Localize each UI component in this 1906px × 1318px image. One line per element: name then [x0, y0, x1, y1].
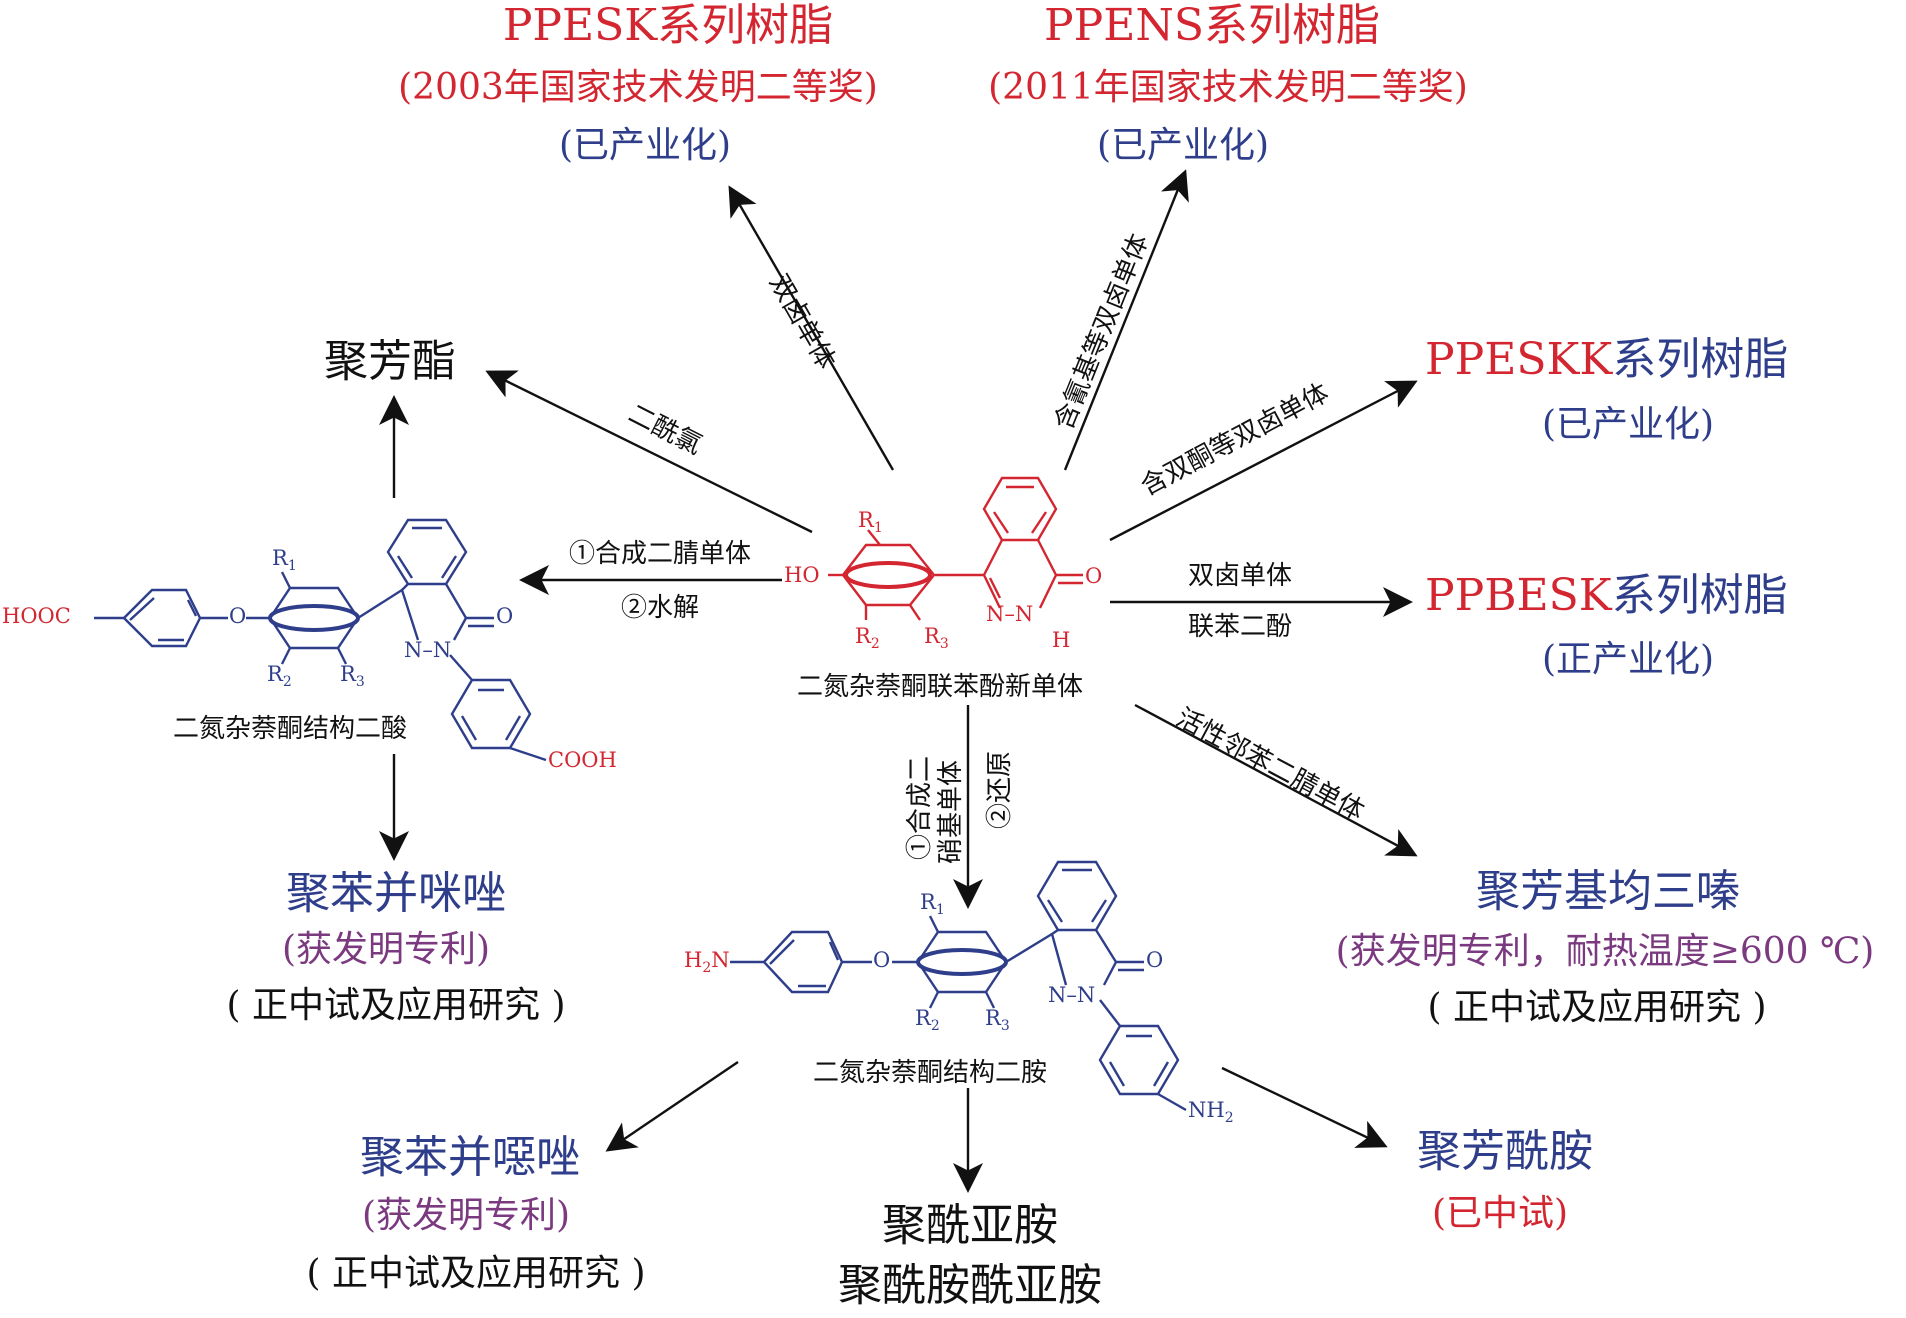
triazine-note: (获发明专利，耐热温度≥600 ℃) — [1335, 931, 1875, 972]
diacid-r1: R1 — [272, 546, 297, 574]
diacid-r2: R2 — [267, 662, 292, 690]
pbi-title: 聚苯并咪唑 — [286, 868, 506, 919]
diacid-keto-o: O — [496, 604, 514, 628]
polyimide-title-1: 聚酰亚胺 — [882, 1200, 1058, 1251]
ppens-title: PPENS系列树脂 — [1044, 0, 1380, 51]
center-h-label: H — [1052, 628, 1071, 652]
center-r3: R3 — [924, 624, 949, 652]
center-r2: R2 — [855, 624, 880, 652]
ppeskk-status: (已产业化) — [1541, 404, 1715, 445]
diacid-n-pair: N–N — [404, 638, 452, 662]
triazine-status: ( 正中试及应用研究 ) — [1427, 987, 1767, 1028]
arrow-to-ppens — [1063, 169, 1189, 471]
diamine-h2n-label: H2N — [684, 948, 730, 976]
polyimide-title-2: 聚酰胺酰亚胺 — [838, 1260, 1102, 1311]
diamine-ether-o: O — [873, 948, 891, 972]
center-keto-o: O — [1085, 564, 1103, 588]
center-monomer-structure — [828, 476, 1083, 621]
arrow-to-polyarylate — [485, 370, 813, 534]
diacid-caption: 二氮杂萘酮结构二酸 — [172, 714, 408, 744]
diamine-caption: 二氮杂萘酮结构二胺 — [812, 1058, 1048, 1088]
center-n-pair: N–N — [986, 602, 1034, 626]
arrow-diamine-to-pbo — [605, 1061, 739, 1152]
ppesk-status: (已产业化) — [558, 125, 732, 166]
ppbesk-title: PPBESK系列树脂 — [1425, 570, 1788, 621]
diamine-structure — [730, 860, 1187, 1112]
diacid-route-top: ①合成二腈单体 — [568, 539, 752, 569]
ppbesk-status: (正产业化) — [1541, 639, 1715, 680]
pbo-note: (获发明专利) — [361, 1195, 571, 1236]
pbi-note: (获发明专利) — [281, 929, 491, 970]
center-ho-label: HO — [784, 563, 820, 587]
ppens-award: (2011年国家技术发明二等奖) — [988, 67, 1468, 108]
diamine-route-right: ②还原 — [985, 750, 1015, 830]
diamine-route-left-1: ①合成二 — [905, 755, 935, 861]
ppeskk-title: PPESKK系列树脂 — [1425, 334, 1789, 385]
ppens-status: (已产业化) — [1096, 125, 1270, 166]
diamine-nh2-label: NH2 — [1188, 1098, 1234, 1126]
polyamide-status: (已中试) — [1431, 1193, 1569, 1234]
arrow-to-ppesk — [728, 185, 895, 471]
pbo-status: ( 正中试及应用研究 ) — [306, 1253, 646, 1294]
ppbesk-route-top: 双卤单体 — [1187, 561, 1293, 591]
diamine-r3: R3 — [985, 1006, 1010, 1034]
arrow-to-triazine — [1134, 703, 1418, 857]
arrow-diamine-to-polyamide — [1221, 1066, 1388, 1148]
diacid-ether-o: O — [229, 604, 247, 628]
polyamide-title: 聚芳酰胺 — [1417, 1126, 1593, 1177]
pbo-title: 聚苯并噁唑 — [360, 1132, 580, 1183]
triazine-title: 聚芳基均三嗪 — [1476, 866, 1740, 917]
diacid-route-bottom: ②水解 — [620, 593, 700, 623]
pbi-status: ( 正中试及应用研究 ) — [226, 985, 566, 1026]
polyarylate-title: 聚芳酯 — [324, 336, 456, 387]
ppesk-title: PPESK系列树脂 — [502, 0, 834, 51]
center-r1: R1 — [858, 508, 883, 536]
diamine-keto-o: O — [1146, 948, 1164, 972]
ppbesk-route-bottom: 联苯二酚 — [1187, 612, 1293, 642]
diacid-cooh-label: COOH — [548, 748, 617, 772]
diacid-structure — [94, 518, 547, 762]
arrow-to-ppeskk — [1109, 380, 1418, 542]
diacid-hooc-label: HOOC — [2, 604, 71, 628]
diamine-n-pair: N–N — [1048, 983, 1096, 1007]
diacid-r3: R3 — [340, 662, 365, 690]
center-caption: 二氮杂萘酮联苯酚新单体 — [796, 672, 1084, 702]
diamine-r1: R1 — [920, 890, 945, 918]
diamine-route-left-2: 硝基单体 — [936, 759, 966, 865]
ppesk-award: (2003年国家技术发明二等奖) — [398, 67, 878, 108]
diamine-r2: R2 — [915, 1006, 940, 1034]
